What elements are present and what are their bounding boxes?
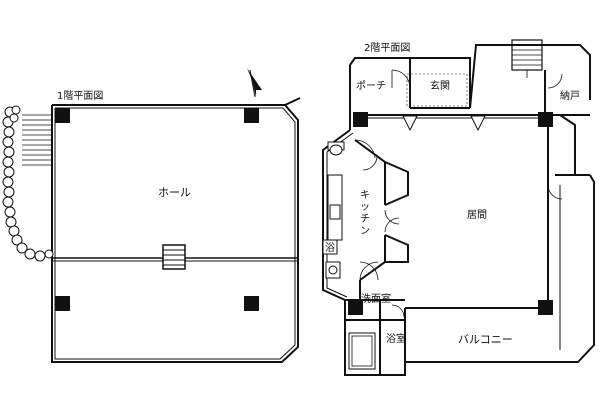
kitchen-label-char: ッ	[360, 202, 370, 213]
column	[55, 296, 70, 311]
column	[55, 108, 70, 123]
door-swings	[354, 69, 563, 318]
column	[244, 108, 259, 123]
stone-edging	[2, 105, 54, 262]
room-entrance-label: 玄関	[430, 79, 450, 92]
room-balcony-label: バルコニー	[458, 333, 513, 346]
column	[244, 296, 259, 311]
room-storage-label: 納戸	[560, 89, 580, 102]
floor2-title: 2階平面図	[364, 42, 410, 54]
toilet-icon	[327, 141, 345, 156]
appliance-outlines	[406, 73, 468, 107]
stairs-icon	[511, 39, 543, 78]
kitchen-label-char: キ	[360, 190, 370, 201]
room-kitchen-label: キッチン	[360, 190, 370, 237]
floor1-plan: 1階平面図	[2, 68, 301, 363]
floor1-title: 1階平面図	[57, 90, 103, 102]
floor2-walls	[322, 44, 595, 376]
bath-mark-box	[322, 239, 338, 255]
kitchen-counter	[327, 174, 343, 241]
sink-icon	[325, 261, 341, 279]
stairs-icon	[162, 244, 186, 270]
kitchen-label-char: チ	[360, 213, 370, 225]
window-markers	[402, 115, 486, 132]
floor1-walls	[51, 97, 301, 363]
bathtub-icon	[348, 332, 376, 370]
room-hall-label: ホール	[158, 186, 191, 199]
floor2-plan: 2階平面図	[322, 39, 595, 376]
room-washroom-label: 洗面室	[361, 292, 391, 305]
floor1-columns	[55, 108, 259, 311]
column	[538, 300, 553, 315]
room-porch-label: ポーチ	[356, 80, 386, 92]
column	[348, 300, 363, 315]
floor2-columns	[348, 112, 553, 315]
entry-steps	[22, 114, 52, 166]
north-arrow-icon	[247, 68, 262, 98]
kitchen-label-char: ン	[360, 226, 370, 237]
room-kitchen-vertical-text: キッチン	[360, 190, 370, 237]
bath-mark-label: 浴	[325, 242, 335, 254]
room-living-label: 居間	[467, 209, 487, 221]
column	[538, 112, 553, 127]
room-bathroom-label: 浴室	[386, 332, 406, 345]
column	[353, 112, 368, 127]
